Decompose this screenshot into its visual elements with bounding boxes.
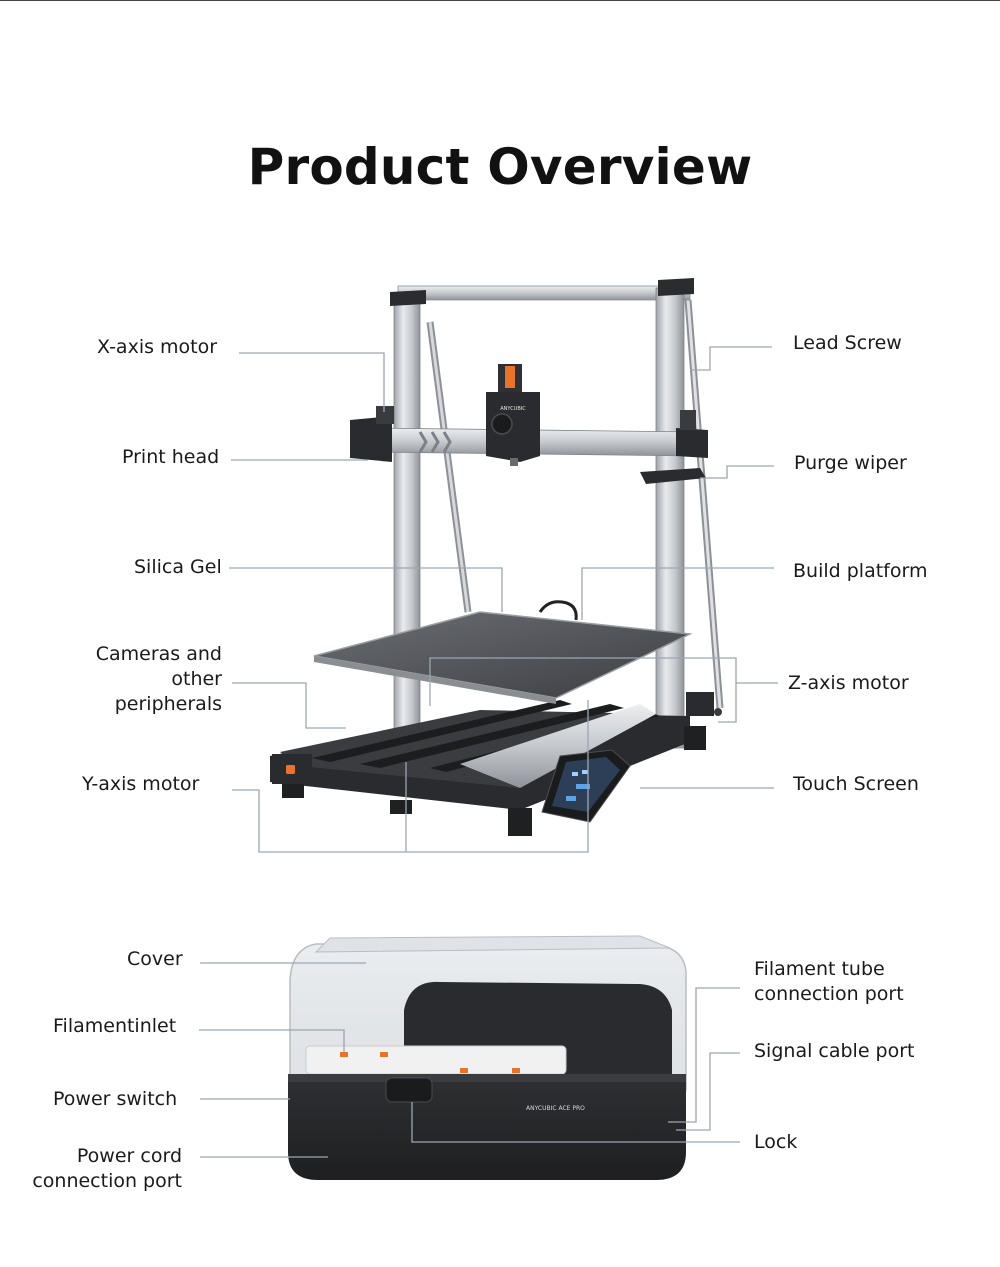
svg-text:ANYCUBIC ACE PRO: ANYCUBIC ACE PRO xyxy=(526,1105,585,1112)
purge-wiper xyxy=(640,468,706,484)
ace-body xyxy=(288,1074,686,1180)
label-lock: Lock xyxy=(754,1131,798,1153)
label-touch-screen: Touch Screen xyxy=(793,773,919,795)
label-build-platform: Build platform xyxy=(793,560,928,582)
label-x-axis-motor: X-axis motor xyxy=(97,336,218,358)
label-filament-inlet: Filamentinlet xyxy=(53,1015,177,1037)
label-purge-wiper: Purge wiper xyxy=(794,452,907,474)
label-silica-gel: Silica Gel xyxy=(134,556,222,578)
label-cameras-peripherals: Cameras and other peripherals xyxy=(95,643,222,715)
label-filament-tube-port: Filament tube connection port xyxy=(754,958,904,1005)
build-platform xyxy=(313,611,693,704)
callout-lines xyxy=(199,346,778,1158)
label-print-head: Print head xyxy=(122,446,220,468)
touch-screen xyxy=(541,749,631,823)
svg-text:ANYCUBIC: ANYCUBIC xyxy=(500,406,526,412)
ace-illustration: ANYCUBIC ACE PRO xyxy=(288,935,687,1180)
lead-screw xyxy=(684,299,724,709)
page-title: Product Overview xyxy=(247,138,753,196)
label-power-cord-port: Power cord connection port xyxy=(32,1145,182,1192)
label-signal-cable-port: Signal cable port xyxy=(754,1040,915,1062)
label-power-switch: Power switch xyxy=(53,1088,178,1110)
ace-lock xyxy=(385,1077,433,1103)
label-lead-screw: Lead Screw xyxy=(793,332,902,354)
z-axis-motor xyxy=(686,692,714,716)
label-z-axis-motor: Z-axis motor xyxy=(788,672,909,694)
printer-illustration: ANYCUBIC xyxy=(270,278,724,836)
top-rule xyxy=(0,0,1000,1)
label-y-axis-motor: Y-axis motor xyxy=(82,773,200,795)
label-cover: Cover xyxy=(127,948,183,970)
print-head: ANYCUBIC xyxy=(486,364,540,466)
x-axis-motor xyxy=(350,416,392,462)
